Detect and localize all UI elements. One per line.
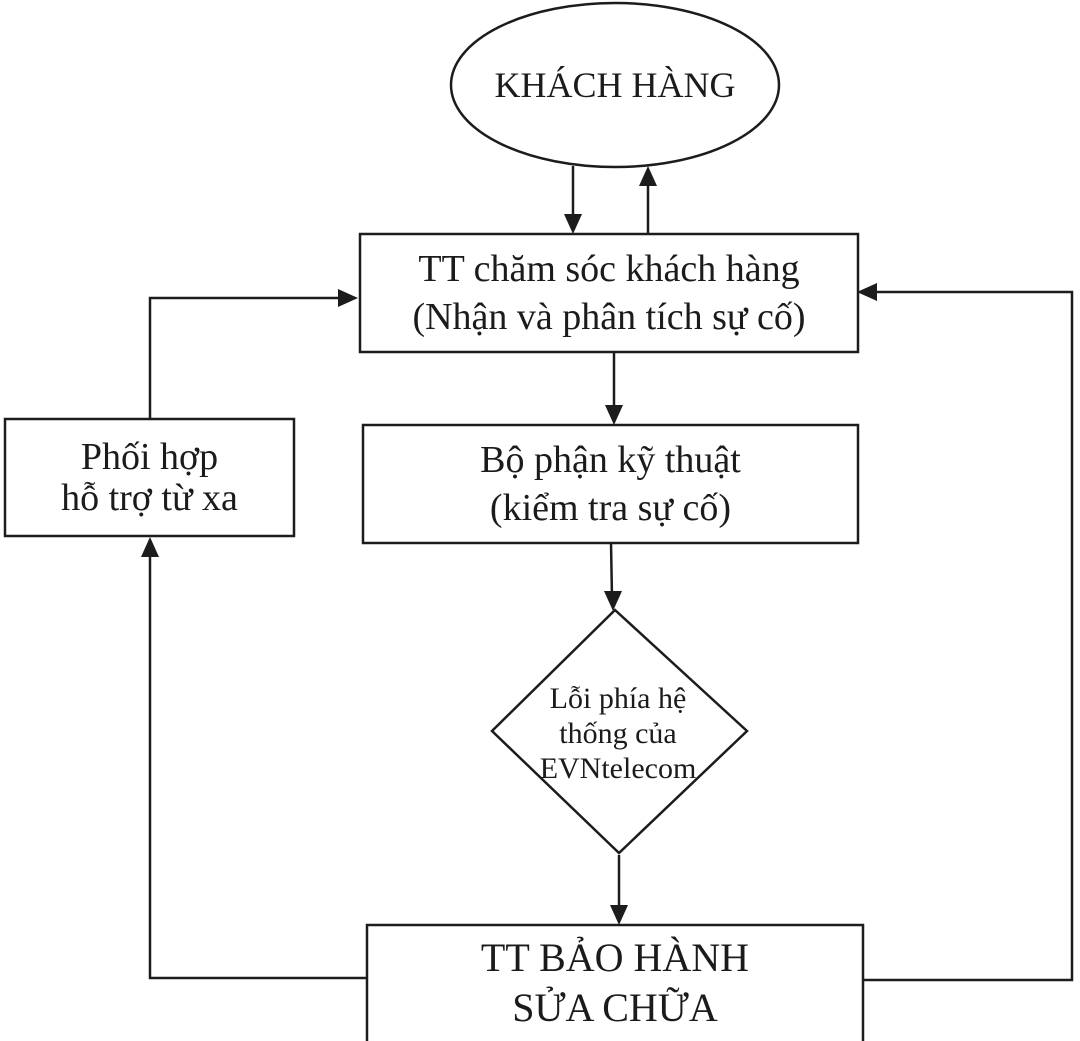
customer-ellipse: [449, 1, 781, 169]
edge-remote-to-care: [148, 296, 345, 419]
edge-warranty-to-care: [863, 290, 1074, 982]
arrowhead-remote-to-care: [338, 289, 358, 307]
arrowhead-warranty-to-remote: [141, 537, 159, 557]
arrowhead-warranty-to-care: [857, 283, 877, 301]
edge-warranty-to-remote: [148, 550, 367, 980]
technical-dept-box: [361, 423, 860, 545]
arrowhead-customer-to-care: [564, 214, 582, 234]
technical-dept-label: Bộ phận kỹ thuật (kiểm tra sự cố): [480, 439, 741, 529]
customer-care-box: [358, 232, 860, 354]
warranty-center-label: TT BẢO HÀNH SỬA CHỮA: [480, 935, 750, 1030]
decision-diamond: [490, 608, 749, 855]
customer-label: KHÁCH HÀNG: [494, 65, 736, 105]
warranty-center-box: [365, 923, 865, 1041]
remote-support-label: Phối hợp hỗ trợ từ xa: [61, 435, 238, 519]
customer-care-label: TT chăm sóc khách hàng (Nhận và phân tíc…: [412, 248, 806, 338]
edge-technical-to-decision: [609, 542, 614, 599]
arrowhead-technical-to-decision: [604, 591, 622, 611]
arrowhead-care-to-technical: [605, 405, 623, 425]
arrowhead-care-to-customer: [639, 166, 657, 186]
decision-label: Lỗi phía hệ thống của EVNtelecom: [539, 681, 697, 785]
arrowhead-decision-to-warranty: [610, 905, 628, 925]
